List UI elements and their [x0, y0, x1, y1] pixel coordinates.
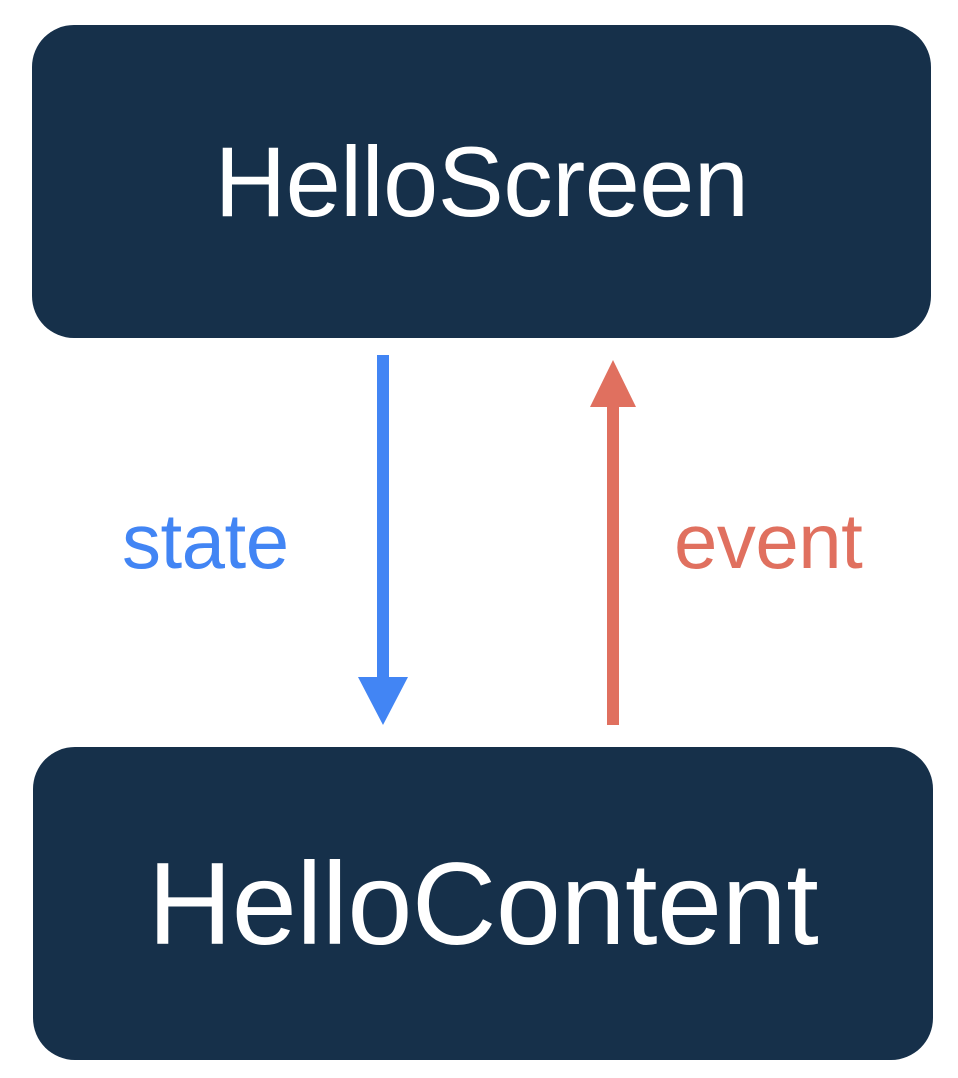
edge-label-event: event	[674, 497, 863, 585]
node-hello-screen-label: HelloScreen	[214, 126, 749, 237]
node-hello-content-label: HelloContent	[147, 838, 819, 969]
state-arrow-down-icon	[358, 355, 408, 725]
node-hello-content[interactable]: HelloContent	[33, 747, 933, 1060]
node-hello-screen[interactable]: HelloScreen	[32, 25, 931, 338]
event-arrow-up-icon	[590, 360, 636, 725]
edge-label-state: state	[122, 497, 289, 585]
